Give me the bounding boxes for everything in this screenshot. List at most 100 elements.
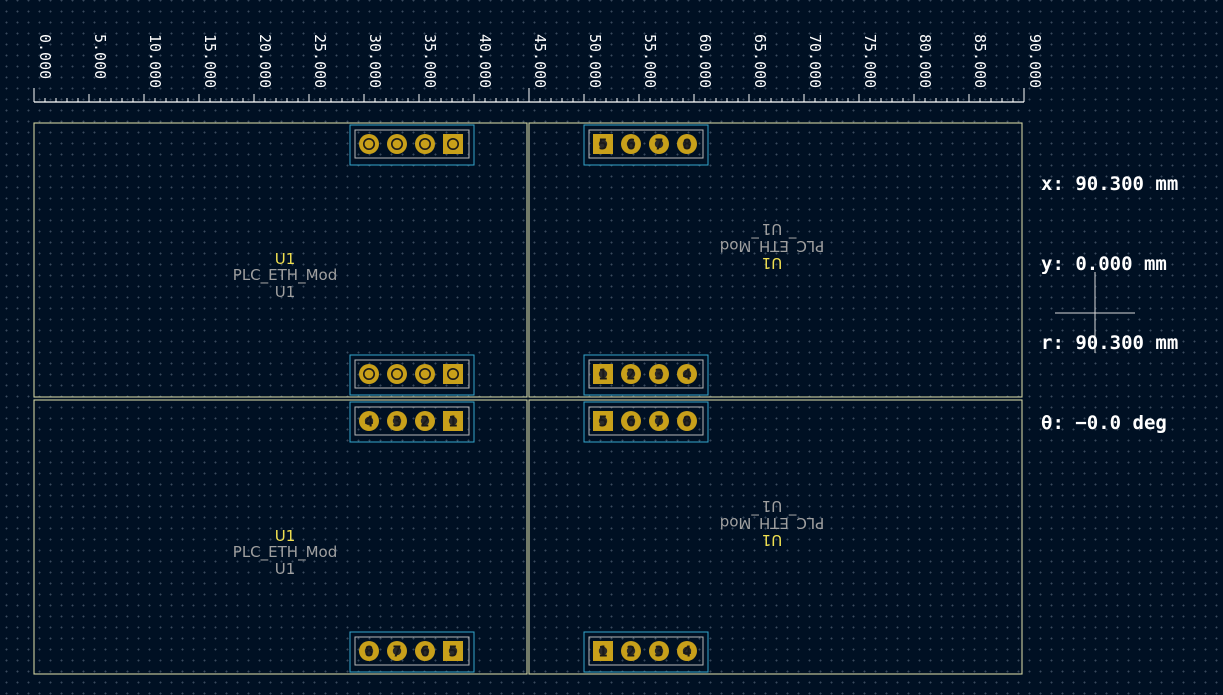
pad[interactable] (443, 134, 463, 154)
pad[interactable]: 2 (621, 641, 641, 661)
pad-number: 1 (598, 366, 607, 384)
pad[interactable] (415, 134, 435, 154)
connector-bottom: 1 2 3 4 (583, 354, 709, 396)
readout-y: y: 0.000 mm (1041, 252, 1167, 275)
pad[interactable]: 5 (593, 134, 613, 154)
pad[interactable]: 7 (387, 641, 407, 661)
pad[interactable] (359, 364, 379, 384)
pad-number: 8 (364, 643, 373, 661)
coordinate-readout: x: 90.300 mm y: 0.000 mm r: 90.300 mm θ:… (1041, 118, 1178, 463)
ruler-tick-label: 5.000 (91, 34, 109, 79)
reference-designator-mirrored[interactable]: U1 (762, 531, 783, 549)
pad-number: 5 (448, 643, 457, 661)
footprint-value-mirrored[interactable]: PLC_ETH_Mod (720, 236, 824, 255)
ruler-tick-label: 50.000 (586, 34, 604, 88)
pad[interactable]: 7 (649, 134, 669, 154)
ruler-tick-label: 70.000 (806, 34, 824, 88)
pad-number: 7 (392, 643, 401, 661)
ruler-tick-label: 20.000 (256, 34, 274, 88)
ruler-tick-label: 90.000 (1026, 34, 1044, 88)
reference-fab[interactable]: U1 (275, 283, 296, 301)
pad-number: 7 (654, 136, 663, 154)
pad[interactable]: 1 (593, 641, 613, 661)
pad[interactable]: 4 (359, 411, 379, 431)
pad-number: 4 (682, 643, 691, 661)
pad-number: 3 (654, 366, 663, 384)
pad[interactable] (359, 134, 379, 154)
pad-number: 6 (420, 643, 429, 661)
reference-fab[interactable]: U1 (275, 560, 296, 578)
readout-theta: θ: −0.0 deg (1041, 411, 1167, 434)
pad[interactable]: 4 (677, 641, 697, 661)
pad-number: 4 (364, 413, 373, 431)
pad[interactable]: 3 (649, 641, 669, 661)
pad[interactable] (415, 364, 435, 384)
ruler-tick-label: 75.000 (861, 34, 879, 88)
pad[interactable]: 3 (649, 364, 669, 384)
pad[interactable]: 5 (443, 641, 463, 661)
pad-number: 2 (626, 643, 635, 661)
board-outline (528, 122, 1023, 398)
pad[interactable]: 6 (621, 411, 641, 431)
ruler-tick-label: 35.000 (421, 34, 439, 88)
ruler-tick-label: 80.000 (916, 34, 934, 88)
reference-designator[interactable]: U1 (275, 250, 296, 268)
pad-number: 2 (626, 366, 635, 384)
pad[interactable]: 4 (677, 364, 697, 384)
pad[interactable]: 8 (677, 134, 697, 154)
ruler-tick-label: 40.000 (476, 34, 494, 88)
pad[interactable]: 7 (649, 411, 669, 431)
pad-number: 8 (682, 136, 691, 154)
reference-designator[interactable]: U1 (275, 527, 296, 545)
pad[interactable] (443, 364, 463, 384)
ruler-tick-label: 60.000 (696, 34, 714, 88)
pad-number: 5 (598, 413, 607, 431)
connector-bottom: 8 7 6 5 (349, 631, 475, 673)
pad[interactable]: 6 (415, 641, 435, 661)
ruler-tick-label: 65.000 (751, 34, 769, 88)
pad-number: 6 (626, 413, 635, 431)
ruler-tick-label: 45.000 (531, 34, 549, 88)
footprint-value[interactable]: PLC_ETH_Mod (233, 266, 337, 285)
pad-number: 2 (420, 413, 429, 431)
pad-number: 3 (392, 413, 401, 431)
connector-top (349, 124, 475, 166)
pad-number: 5 (598, 136, 607, 154)
pad[interactable]: 6 (621, 134, 641, 154)
pad[interactable] (387, 134, 407, 154)
reference-designator-mirrored[interactable]: U1 (762, 254, 783, 272)
footprint-value-mirrored[interactable]: PLC_ETH_Mod (720, 513, 824, 532)
connector-top: 4 3 2 1 (349, 401, 475, 443)
crosshair-cursor-icon (1055, 272, 1135, 353)
pad[interactable]: 1 (443, 411, 463, 431)
pad-number: 1 (448, 413, 457, 431)
connector-bottom (349, 354, 475, 396)
reference-fab-mirrored[interactable]: U1 (762, 220, 783, 238)
pad[interactable]: 2 (621, 364, 641, 384)
ruler-tick-label: 85.000 (971, 34, 989, 88)
pad[interactable]: 8 (677, 411, 697, 431)
footprint-value[interactable]: PLC_ETH_Mod (233, 543, 337, 562)
pad[interactable]: 3 (387, 411, 407, 431)
pad[interactable]: 5 (593, 411, 613, 431)
pad[interactable]: 8 (359, 641, 379, 661)
pad[interactable]: 2 (415, 411, 435, 431)
pad-number: 3 (654, 643, 663, 661)
reference-fab-mirrored[interactable]: U1 (762, 497, 783, 515)
readout-r: r: 90.300 mm (1041, 332, 1179, 354)
board-outline (528, 399, 1023, 675)
pad[interactable]: 1 (593, 364, 613, 384)
pad-number: 4 (682, 366, 691, 384)
pad-number: 8 (682, 413, 691, 431)
pad[interactable] (387, 364, 407, 384)
